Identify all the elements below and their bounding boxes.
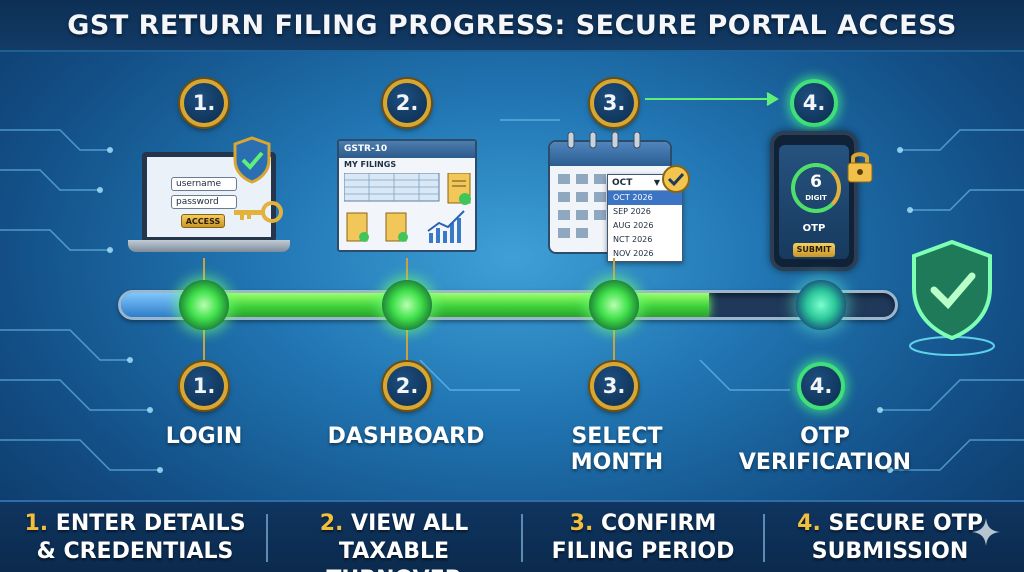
progress-node-2: [382, 280, 432, 330]
calendar-grid: [558, 174, 606, 238]
title-bar: GST RETURN FILING PROGRESS: SECURE PORTA…: [0, 0, 1024, 52]
month-dropdown-selected: OCT: [612, 178, 633, 188]
chevron-down-icon: ▼: [653, 178, 660, 187]
bottom-badge-3: 3.: [590, 362, 638, 410]
progress-node-3: [589, 280, 639, 330]
bottom-badge-2: 2.: [383, 362, 431, 410]
month-option[interactable]: NCT 2026: [613, 235, 653, 244]
month-dropdown[interactable]: OCT ▼ OCT 2026 SEP 2026 AUG 2026 NCT 202…: [607, 174, 683, 262]
login-laptop-screen: username password ACCESS: [142, 152, 276, 242]
top-badge-1: 1.: [180, 79, 228, 127]
chart-trend-icon: [427, 210, 465, 243]
padlock-icon: [847, 152, 873, 183]
otp-phone: 6 DIGIT OTP SUBMIT: [770, 131, 858, 271]
top-badge-4: 4.: [790, 79, 838, 127]
summary-step-4: 4. SECURE OTP SUBMISSION: [797, 511, 983, 564]
sparkle-icon: [972, 518, 1000, 546]
progress-start: [121, 293, 181, 317]
check-circle-icon: [662, 165, 690, 193]
submit-button[interactable]: SUBMIT: [793, 243, 835, 257]
document-check-icon: [447, 173, 471, 205]
otp-label: OTP: [802, 223, 826, 234]
secure-shield-icon: [909, 239, 995, 356]
month-option[interactable]: NOV 2026: [613, 249, 654, 258]
otp-number: 6: [810, 172, 822, 192]
dashboard-subtitle: MY FILINGS: [344, 160, 397, 169]
dashboard-window-title: GSTR-10: [339, 141, 475, 158]
access-button[interactable]: ACCESS: [181, 214, 225, 228]
summary-step-1: 1. ENTER DETAILS & CREDENTIALS: [24, 511, 246, 564]
step-label-select-month: SELECT MONTH: [570, 424, 664, 476]
key-icon: [234, 201, 283, 223]
top-badge-2: 2.: [383, 79, 431, 127]
month-option[interactable]: AUG 2026: [613, 221, 654, 230]
bottom-badge-1: 1.: [180, 362, 228, 410]
shield-check-icon: [233, 136, 271, 184]
bottom-badge-4: 4.: [797, 362, 845, 410]
month-option[interactable]: OCT 2026: [608, 191, 682, 205]
dashboard-content: [344, 173, 471, 243]
dashboard-window: GSTR-10 MY FILINGS: [337, 139, 477, 252]
step-label-login: LOGIN: [165, 424, 243, 449]
summary-step-3: 3. CONFIRM FILING PERIOD: [551, 511, 735, 564]
username-field[interactable]: username: [171, 177, 237, 191]
otp-digit-label: DIGIT: [805, 194, 827, 202]
step-label-otp-verification: OTP VERIFICATION: [738, 424, 912, 476]
laptop-base: [128, 240, 290, 252]
bottom-summary-bar: 1. ENTER DETAILS & CREDENTIALS 2. VIEW A…: [0, 500, 1024, 572]
summary-step-2: 2. VIEW ALL TAXABLE TURNOVER: [319, 511, 469, 572]
password-field[interactable]: password: [171, 195, 237, 209]
month-option[interactable]: SEP 2026: [613, 207, 651, 216]
top-badge-3: 3.: [590, 79, 638, 127]
arrow-3-to-4: [645, 92, 779, 106]
otp-timer-ring: 6 DIGIT: [791, 163, 841, 213]
page-title: GST RETURN FILING PROGRESS: SECURE PORTA…: [67, 9, 957, 41]
calendar-rings: [567, 132, 641, 149]
progress-node-4: [796, 280, 846, 330]
step-label-dashboard: DASHBOARD: [327, 424, 485, 449]
progress-track: [118, 290, 898, 320]
progress-node-1: [179, 280, 229, 330]
